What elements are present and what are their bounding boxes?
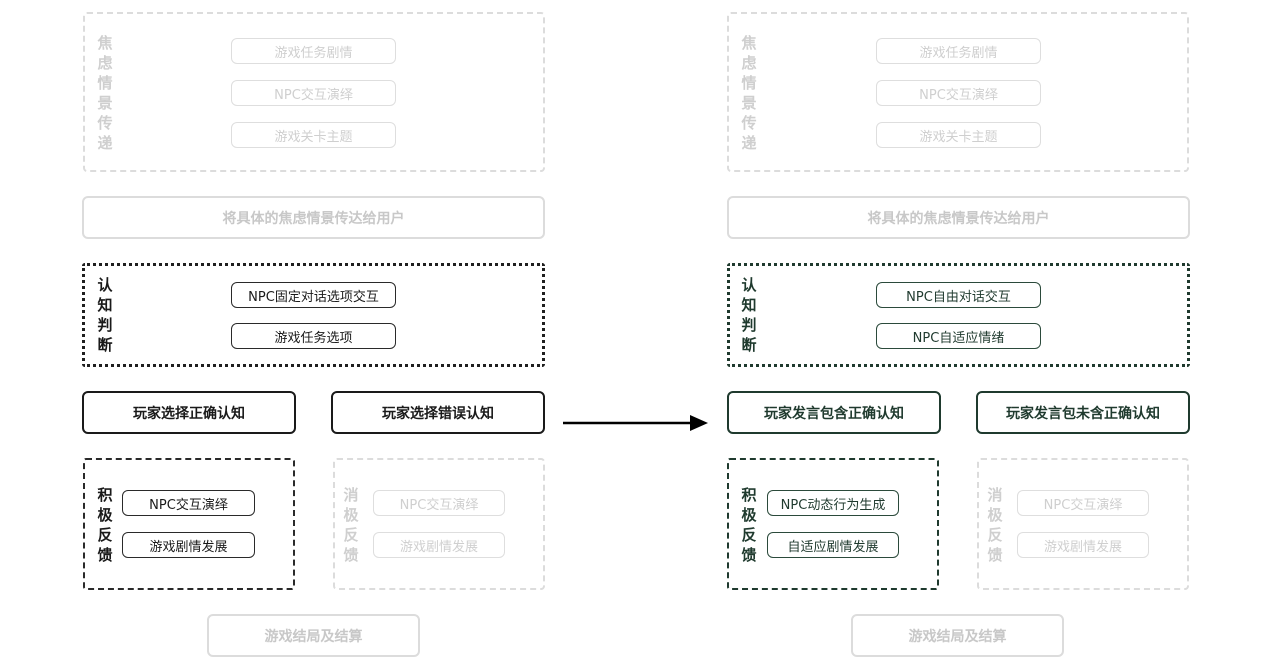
left-cognition-item: 游戏任务选项 — [231, 323, 396, 349]
left-cognition-label: 认 知 判 断 — [97, 276, 113, 354]
right-choice-wrong: 玩家发言包未含正确认知 — [976, 391, 1190, 434]
right-positive-item: NPC动态行为生成 — [767, 490, 899, 516]
left-ending-bar: 游戏结局及结算 — [207, 614, 420, 657]
right-negative-box — [977, 458, 1189, 590]
left-cognition-item: NPC固定对话选项交互 — [231, 282, 396, 308]
left-anxiety-box — [83, 12, 545, 172]
right-cognition-label: 认 知 判 断 — [741, 276, 757, 354]
right-negative-label: 消 极 反 馈 — [987, 486, 1003, 564]
left-anxiety-item: 游戏关卡主题 — [231, 122, 396, 148]
transition-arrow-icon — [563, 415, 708, 431]
left-negative-item: 游戏剧情发展 — [373, 532, 505, 558]
right-cognition-item: NPC自由对话交互 — [876, 282, 1041, 308]
left-negative-label: 消 极 反 馈 — [343, 486, 359, 564]
right-cognition-item: NPC自适应情绪 — [876, 323, 1041, 349]
left-convey-bar: 将具体的焦虑情景传达给用户 — [82, 196, 545, 239]
right-ending-bar: 游戏结局及结算 — [851, 614, 1064, 657]
right-positive-box — [727, 458, 939, 590]
left-positive-label: 积 极 反 馈 — [97, 486, 113, 564]
left-positive-item: NPC交互演绎 — [122, 490, 255, 516]
right-negative-item: NPC交互演绎 — [1017, 490, 1149, 516]
left-anxiety-label: 焦 虑 情 景 传 递 — [97, 34, 113, 152]
left-anxiety-item: NPC交互演绎 — [231, 80, 396, 106]
right-positive-item: 自适应剧情发展 — [767, 532, 899, 558]
left-anxiety-item: 游戏任务剧情 — [231, 38, 396, 64]
right-positive-label: 积 极 反 馈 — [741, 486, 757, 564]
left-positive-item: 游戏剧情发展 — [122, 532, 255, 558]
right-anxiety-item: 游戏任务剧情 — [876, 38, 1041, 64]
right-choice-correct: 玩家发言包含正确认知 — [727, 391, 941, 434]
right-anxiety-box — [727, 12, 1189, 172]
left-choice-correct: 玩家选择正确认知 — [82, 391, 296, 434]
left-cognition-box — [82, 263, 545, 367]
right-anxiety-item: NPC交互演绎 — [876, 80, 1041, 106]
right-cognition-box — [727, 263, 1190, 367]
right-anxiety-label: 焦 虑 情 景 传 递 — [741, 34, 757, 152]
left-negative-box — [333, 458, 545, 590]
right-anxiety-item: 游戏关卡主题 — [876, 122, 1041, 148]
left-negative-item: NPC交互演绎 — [373, 490, 505, 516]
left-positive-box — [83, 458, 295, 590]
left-choice-wrong: 玩家选择错误认知 — [331, 391, 545, 434]
right-convey-bar: 将具体的焦虑情景传达给用户 — [727, 196, 1190, 239]
right-negative-item: 游戏剧情发展 — [1017, 532, 1149, 558]
